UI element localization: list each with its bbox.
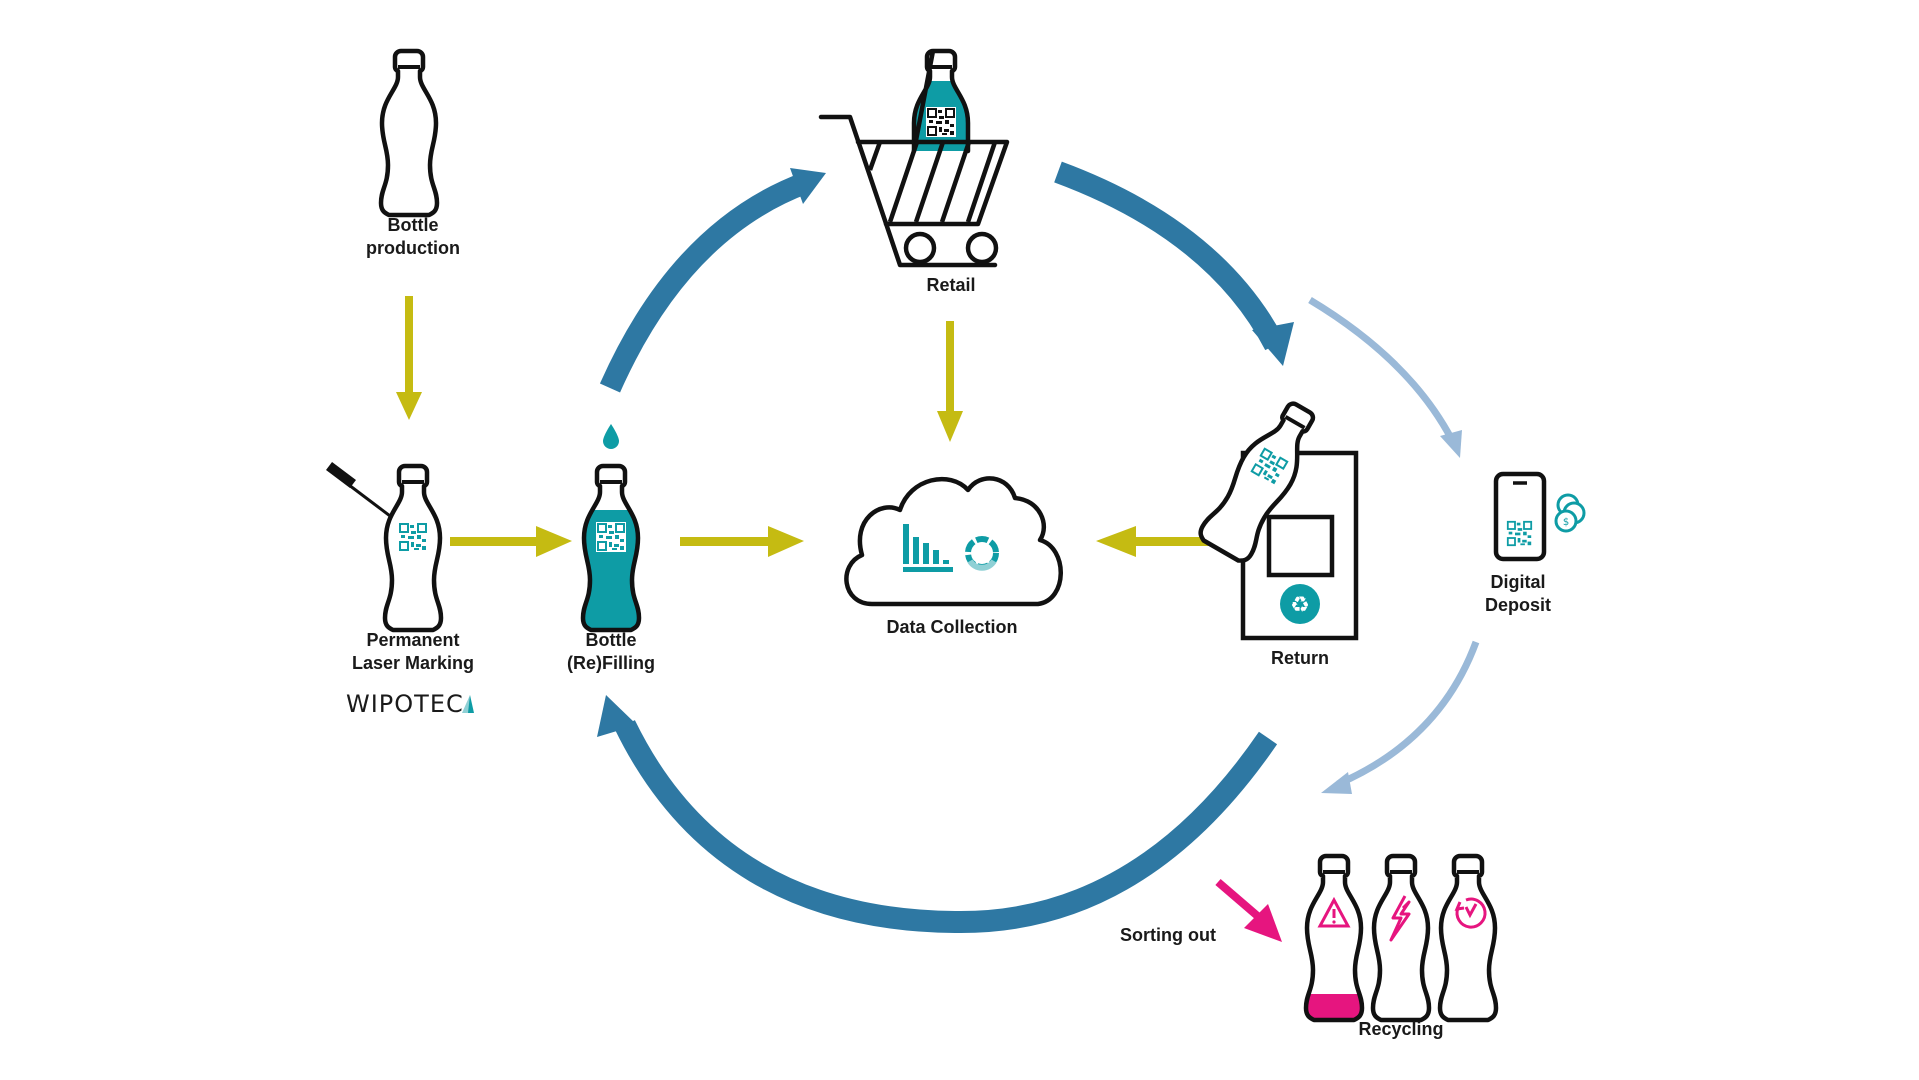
flow-arrow-return-to-data	[1096, 526, 1220, 557]
cycle-arrow-retail-to-return	[1054, 161, 1294, 366]
damaged-bottles-icon	[1306, 856, 1496, 1020]
wipotec-logo: WIPOTEC	[346, 690, 474, 718]
damage-icon	[1389, 895, 1411, 942]
water-drop-icon	[603, 424, 619, 449]
stage-data-collection: Data Collection	[844, 476, 1063, 637]
recycling-label: Recycling	[1358, 1019, 1443, 1039]
retail-label: Retail	[926, 275, 975, 295]
stage-sorting-out: Sorting out	[1120, 878, 1282, 945]
cycle-arrow-filling-to-retail	[599, 168, 826, 393]
empty-bottle-icon	[381, 51, 437, 215]
warning-icon	[1317, 896, 1351, 928]
cloud-icon	[844, 476, 1063, 607]
marking-label-line1: Permanent	[366, 630, 459, 650]
flow-arrow-retail-to-data	[937, 321, 963, 442]
bar-chart-icon	[903, 524, 953, 572]
laser-pen-icon	[326, 461, 399, 524]
sorting-out-label: Sorting out	[1120, 925, 1216, 945]
stage-recycling: Recycling	[1306, 856, 1496, 1039]
flow-arrow-filling-to-data	[680, 526, 804, 557]
filling-label-line1: Bottle	[586, 630, 637, 650]
recycle-badge-icon	[1280, 584, 1320, 624]
flow-arrow-production-to-marking	[396, 296, 422, 420]
marking-label-line2: Laser Marking	[352, 653, 474, 673]
stage-bottle-production: Bottle production	[366, 51, 460, 258]
sorting-arrow-icon	[1215, 878, 1282, 942]
deposit-label-line2: Deposit	[1485, 595, 1551, 615]
stage-digital-deposit: $ Digital Deposit	[1485, 471, 1586, 615]
qr-code-icon	[397, 521, 429, 553]
return-label: Return	[1271, 648, 1329, 668]
qr-code-icon	[595, 521, 627, 553]
filling-label-line2: (Re)Filling	[567, 653, 655, 673]
stage-return: ♻ Return	[1197, 394, 1359, 668]
stage-retail: Retail	[818, 48, 1010, 295]
digital-arrow-to-recycling	[1321, 640, 1480, 794]
svg-text:♻: ♻	[1290, 593, 1310, 618]
phone-icon	[1493, 471, 1547, 562]
filled-bottle-icon	[583, 466, 639, 630]
production-label-line1: Bottle	[388, 215, 439, 235]
deposit-label-line1: Digital	[1490, 572, 1545, 592]
donut-chart-icon	[965, 536, 999, 571]
flow-arrow-marking-to-filling	[450, 526, 572, 557]
laser-marking-bottle-icon	[385, 466, 441, 630]
retail-bottle-icon	[911, 48, 971, 154]
stage-bottle-filling: Bottle (Re)Filling	[567, 424, 655, 673]
svg-text:$: $	[1563, 517, 1569, 528]
data-collection-label: Data Collection	[886, 617, 1017, 637]
digital-arrow-to-deposit	[1308, 296, 1462, 458]
shopping-cart-icon	[818, 114, 1010, 268]
svg-text:WIPOTEC: WIPOTEC	[346, 690, 464, 718]
age-clock-icon	[1454, 897, 1487, 929]
cycle-arrow-return-to-filling	[597, 695, 1278, 934]
return-machine-icon: ♻	[1197, 394, 1359, 641]
coins-icon: $	[1554, 493, 1586, 533]
stage-laser-marking: Permanent Laser Marking WIPOTEC	[326, 461, 474, 718]
production-label-line2: production	[366, 238, 460, 258]
